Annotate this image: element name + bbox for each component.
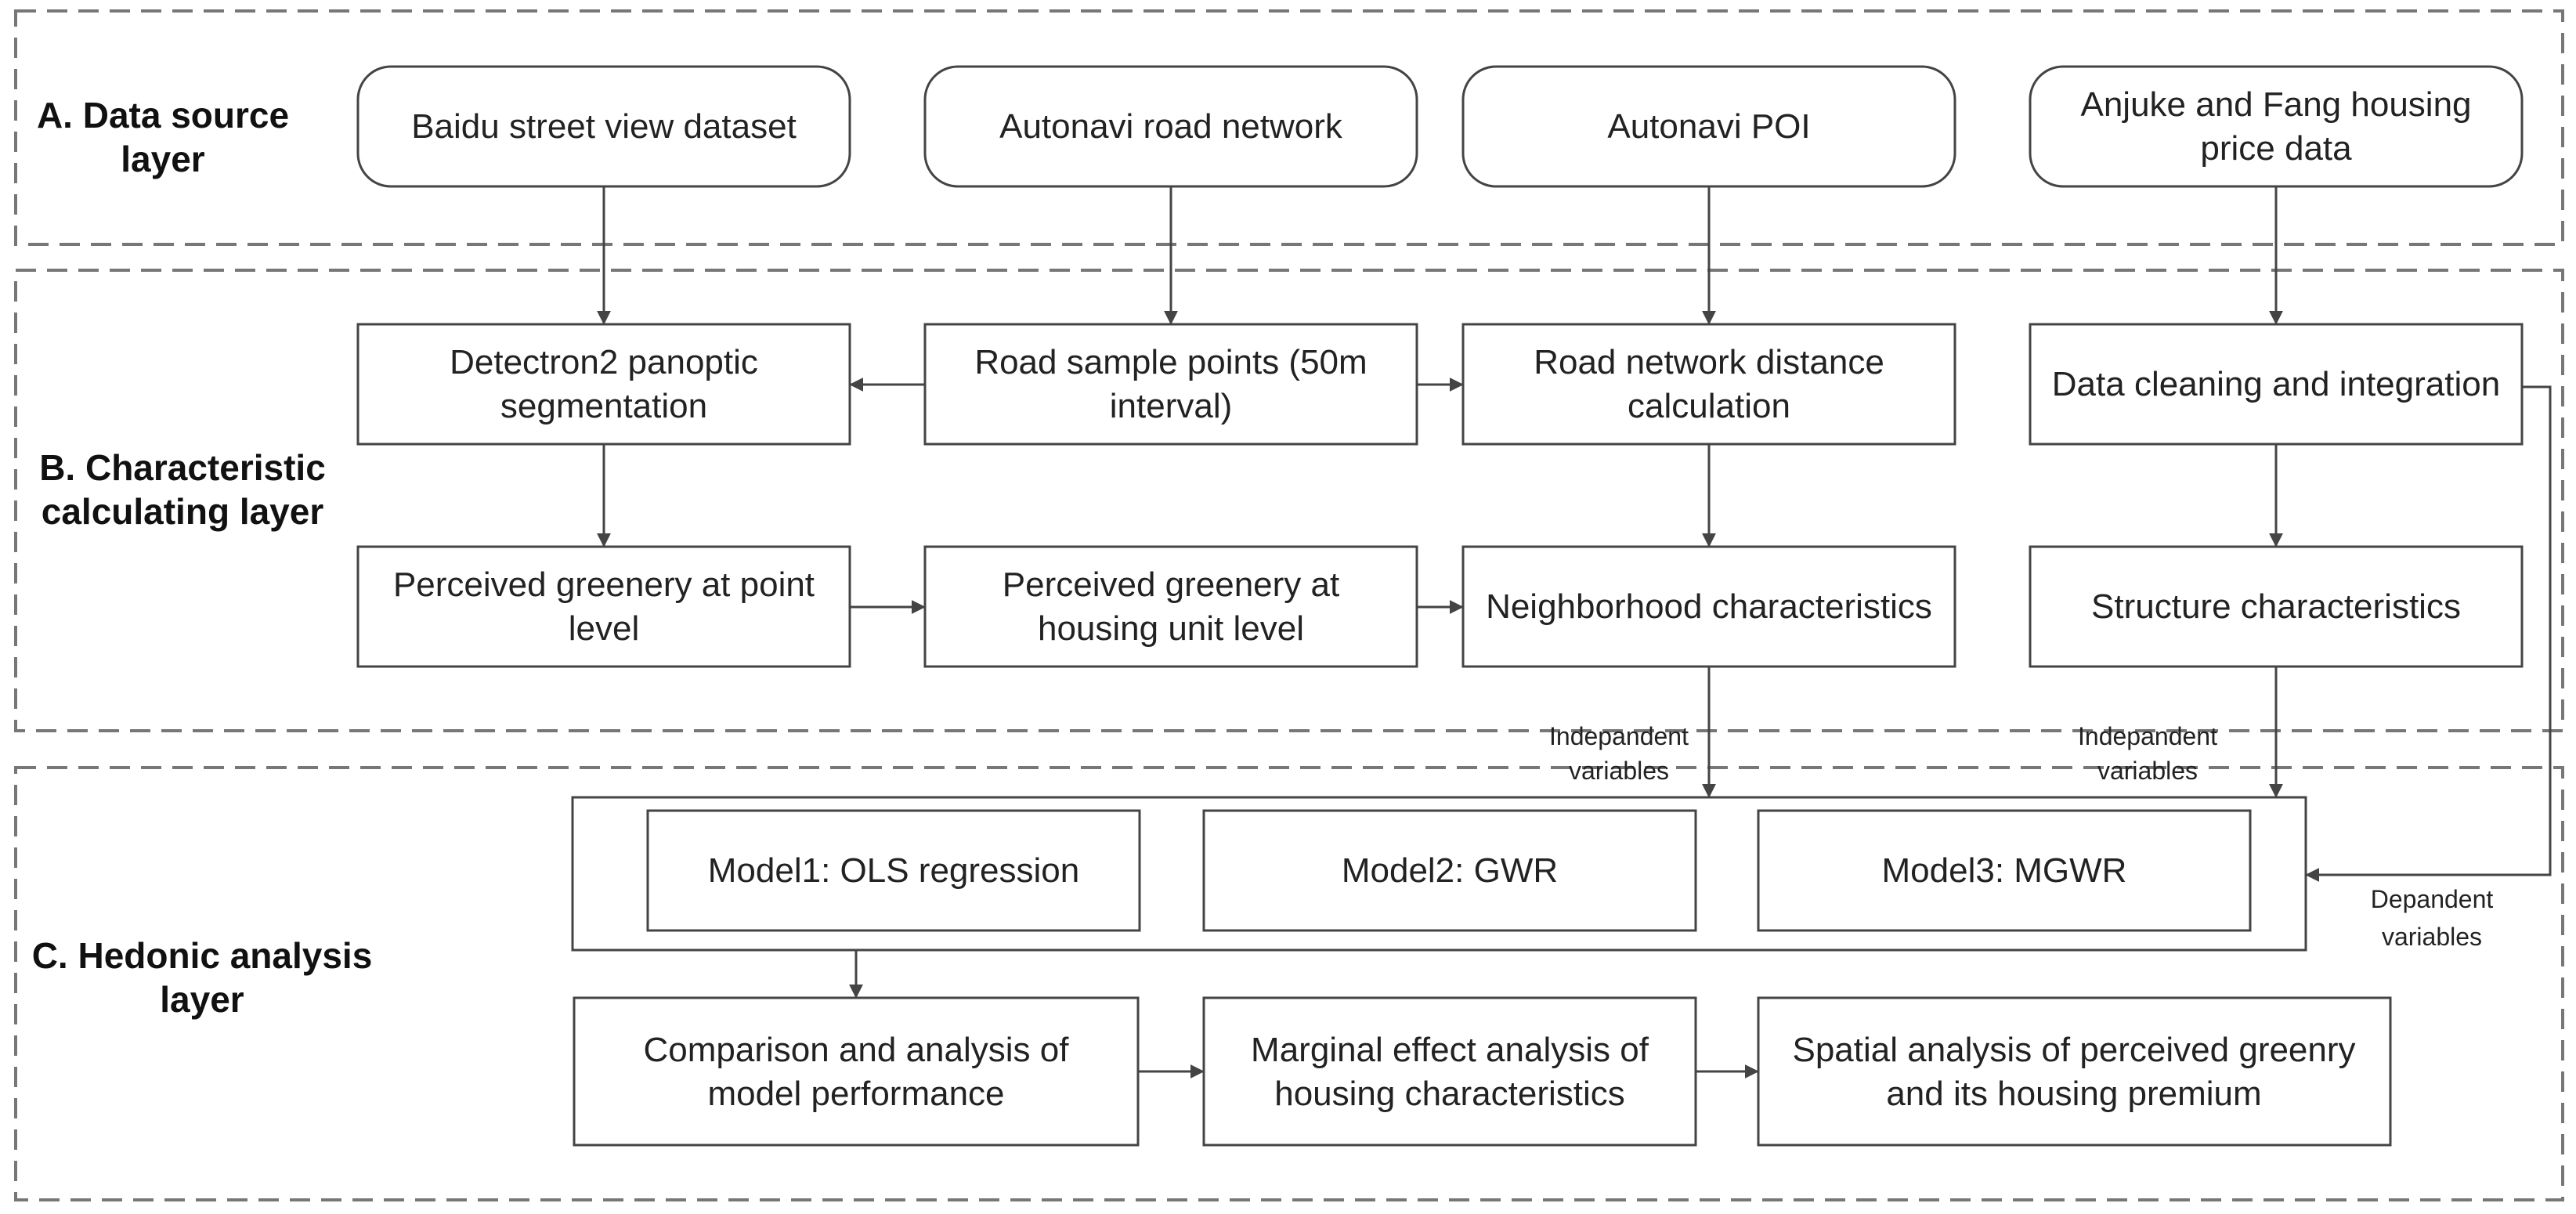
text-line: Depandent (2371, 885, 2494, 913)
node-neighborhood-characteristics: Neighborhood characteristics (1461, 545, 1956, 668)
text-line: Model2: GWR (1342, 851, 1558, 890)
node-spatial-analysis: Spatial analysis of perceived greenry and… (1757, 996, 2392, 1147)
text-line: housing characteristics (1274, 1075, 1625, 1113)
node-autonavi-poi: Autonavi POI (1461, 65, 1956, 188)
svg-text:Data cleaning and integration: Data cleaning and integration (2052, 365, 2500, 403)
text-line: Baidu street view dataset (411, 107, 797, 146)
node-data-cleaning: Data cleaning and integration (2029, 323, 2524, 446)
layer-b-frame (14, 269, 2564, 732)
text-line: and its housing premium (1886, 1075, 2261, 1113)
text-line: calculating layer (42, 491, 324, 532)
node-model-comparison: Comparison and analysis of model performa… (573, 996, 1140, 1147)
text-line: Perceived greenery at (1003, 565, 1339, 604)
text-line: model performance (707, 1075, 1004, 1113)
node-detectron2-segmentation: Detectron2 panoptic segmentation (356, 323, 851, 446)
text-line: Anjuke and Fang housing (2080, 85, 2471, 124)
node-housing-price-data: Anjuke and Fang housing price data (2029, 65, 2524, 188)
node-baidu-dataset: Baidu street view dataset (356, 65, 851, 188)
text-line: Model1: OLS regression (708, 851, 1079, 890)
text-line: Structure characteristics (2091, 587, 2461, 626)
svg-text:Spatial analysis of perceived: Spatial analysis of perceived greenry and… (1792, 1031, 2355, 1113)
text-line: variables (2382, 923, 2482, 951)
text-line: housing unit level (1038, 609, 1304, 648)
layer-c-frame (14, 766, 2564, 1201)
text-line: calculation (1628, 387, 1790, 425)
svg-text:Baidu street view dataset: Baidu street view dataset (411, 107, 797, 146)
svg-text:Autonavi POI: Autonavi POI (1607, 107, 1810, 146)
text-line: Comparison and analysis of (644, 1031, 1070, 1069)
text-line: level (569, 609, 640, 648)
node-model1-ols: Model1: OLS regression (646, 809, 1141, 932)
note-independent-right: Indepandent variables (2078, 722, 2217, 785)
text-line: Perceived greenery at point (393, 565, 815, 604)
text-line: C. Hedonic analysis (32, 935, 373, 976)
node-greenery-point-level: Perceived greenery at point level (356, 545, 851, 668)
text-line: Road network distance (1534, 343, 1884, 381)
text-line: segmentation (500, 387, 707, 425)
text-line: layer (121, 139, 205, 179)
layer-a-frame (14, 9, 2564, 246)
text-line: Neighborhood characteristics (1486, 587, 1932, 626)
svg-text:Model3: MGWR: Model3: MGWR (1882, 851, 2127, 890)
text-line: Spatial analysis of perceived greenry (1792, 1031, 2355, 1069)
node-road-network-distance: Road network distance calculation (1461, 323, 1956, 446)
node-greenery-housing-unit: Perceived greenery at housing unit level (923, 545, 1418, 668)
node-structure-characteristics: Structure characteristics (2029, 545, 2524, 668)
text-line: Data cleaning and integration (2052, 365, 2500, 403)
text-line: Indepandent (2078, 722, 2217, 750)
svg-text:Model2: GWR: Model2: GWR (1342, 851, 1558, 890)
text-line: variables (2097, 757, 2198, 785)
node-model2-gwr: Model2: GWR (1202, 809, 1697, 932)
text-line: variables (1569, 757, 1669, 785)
node-autonavi-road-network: Autonavi road network (923, 65, 1418, 188)
text-line: Detectron2 panoptic (450, 343, 758, 381)
svg-text:Structure characteristics: Structure characteristics (2091, 587, 2461, 626)
text-line: A. Data source (37, 95, 289, 135)
text-line: price data (2200, 129, 2352, 168)
text-line: Indepandent (1549, 722, 1689, 750)
svg-text:Autonavi road network: Autonavi road network (999, 107, 1343, 146)
text-line: Marginal effect analysis of (1251, 1031, 1649, 1069)
text-line: interval) (1110, 387, 1233, 425)
text-line: Model3: MGWR (1882, 851, 2127, 890)
text-line: Autonavi POI (1607, 107, 1810, 146)
text-line: layer (160, 979, 244, 1020)
node-road-sample-points: Road sample points (50m interval) (923, 323, 1418, 446)
svg-text:Model1: OLS regression: Model1: OLS regression (708, 851, 1079, 890)
note-independent-left: Indepandent variables (1549, 722, 1689, 785)
svg-text:Neighborhood characteristics: Neighborhood characteristics (1486, 587, 1932, 626)
text-line: B. Characteristic (39, 447, 326, 488)
note-dependent: Depandent variables (2371, 885, 2494, 951)
text-line: Road sample points (50m (974, 343, 1367, 381)
edge-cleaning-to-models-dependent (2305, 385, 2552, 882)
node-model3-mgwr: Model3: MGWR (1757, 809, 2252, 932)
text-line: Autonavi road network (999, 107, 1343, 146)
node-marginal-effect: Marginal effect analysis of housing chara… (1202, 996, 1697, 1147)
